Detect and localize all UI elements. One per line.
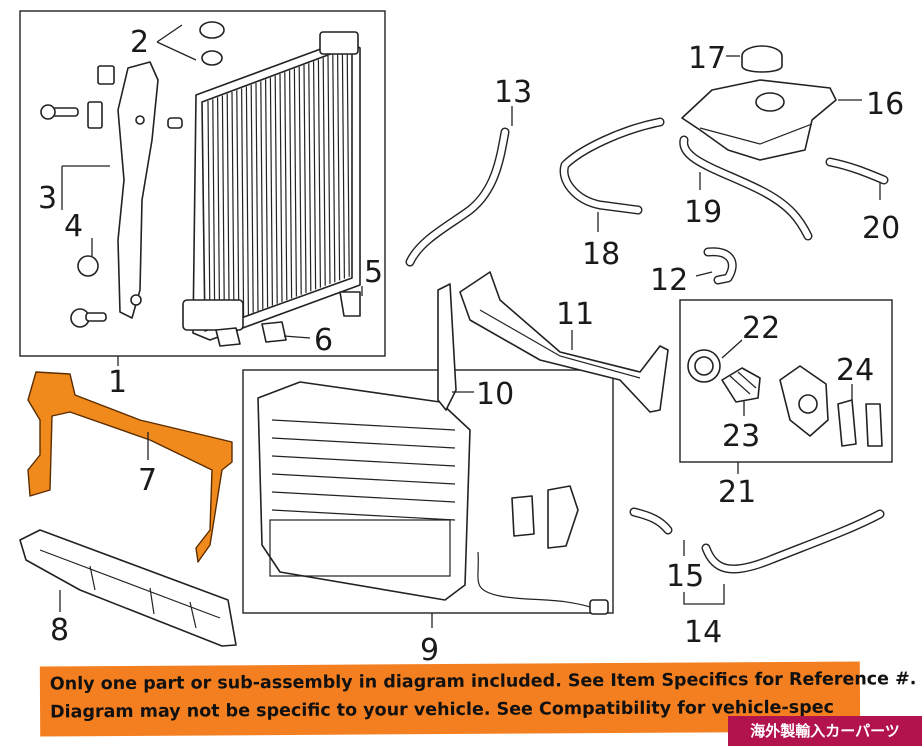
- callout-16: 16: [866, 87, 904, 122]
- callout-3: 3: [38, 181, 57, 216]
- leader-12: [695, 271, 713, 277]
- shutter-group-frame: [242, 369, 614, 614]
- shop-watermark: 海外製輸入カーパーツ: [728, 716, 922, 746]
- bracket-clips: [40, 65, 183, 328]
- callout-12: 12: [650, 263, 688, 298]
- callout-23: 23: [722, 419, 760, 454]
- thermostat-group-frame: [679, 299, 893, 463]
- radiator: [182, 31, 361, 341]
- overflow-hose-18: [559, 117, 665, 215]
- drain-valves: [215, 291, 361, 347]
- hose-15: [629, 507, 673, 535]
- callout-17: 17: [688, 41, 726, 76]
- callout-11: 11: [556, 297, 594, 332]
- callout-labels: 1 2 3 4 5 6 7 8 9 10 11 12 13 14 15 16 1…: [38, 25, 904, 668]
- pipe-14: [701, 509, 885, 574]
- callout-22: 22: [742, 311, 780, 346]
- highlighted-part-7: [27, 371, 233, 563]
- hose-12: [703, 247, 737, 285]
- callout-8: 8: [50, 613, 69, 648]
- callout-13: 13: [494, 75, 532, 110]
- leader-14: [683, 584, 725, 605]
- callout-10: 10: [476, 377, 514, 412]
- callout-21: 21: [718, 475, 756, 510]
- bolts-24: [837, 399, 883, 447]
- thermostat-23: [721, 367, 761, 403]
- mount-insulators: [199, 21, 225, 66]
- air-shutter-assembly: [257, 381, 471, 601]
- vent-hose-19: [679, 135, 813, 241]
- hose-20: [825, 157, 889, 185]
- coolant-reservoir-16: [681, 79, 837, 161]
- leader-2: [156, 24, 197, 61]
- lower-air-deflector: [19, 529, 237, 647]
- callout-15: 15: [666, 559, 704, 594]
- upper-radiator-hose-13: [405, 127, 510, 267]
- disclaimer-line-2: Diagram may not be specific to your vehi…: [50, 697, 835, 723]
- upper-baffle-11: [459, 271, 669, 413]
- callout-1: 1: [108, 365, 127, 400]
- reservoir-cap-17: [741, 45, 783, 73]
- side-baffle-10: [437, 283, 457, 411]
- disclaimer-line-1: Only one part or sub-assembly in diagram…: [49, 669, 917, 695]
- leader-3: [61, 165, 110, 210]
- thermostat-housing: [779, 365, 829, 437]
- callout-7: 7: [138, 463, 157, 498]
- callout-4: 4: [64, 209, 83, 244]
- callout-9: 9: [420, 633, 439, 668]
- callout-2: 2: [130, 25, 149, 60]
- radiator-group-frame: [19, 10, 386, 357]
- callout-24: 24: [836, 353, 874, 388]
- callout-18: 18: [582, 237, 620, 272]
- callout-6: 6: [314, 323, 333, 358]
- radiator-support-bracket: [117, 61, 159, 319]
- shutter-actuator-parts: [477, 485, 609, 615]
- callout-5: 5: [364, 255, 383, 290]
- callout-19: 19: [684, 195, 722, 230]
- callout-20: 20: [862, 211, 900, 246]
- leader-6: [283, 335, 311, 339]
- leader-22: [721, 339, 743, 359]
- callout-14: 14: [684, 615, 722, 650]
- seal-22: [687, 349, 721, 383]
